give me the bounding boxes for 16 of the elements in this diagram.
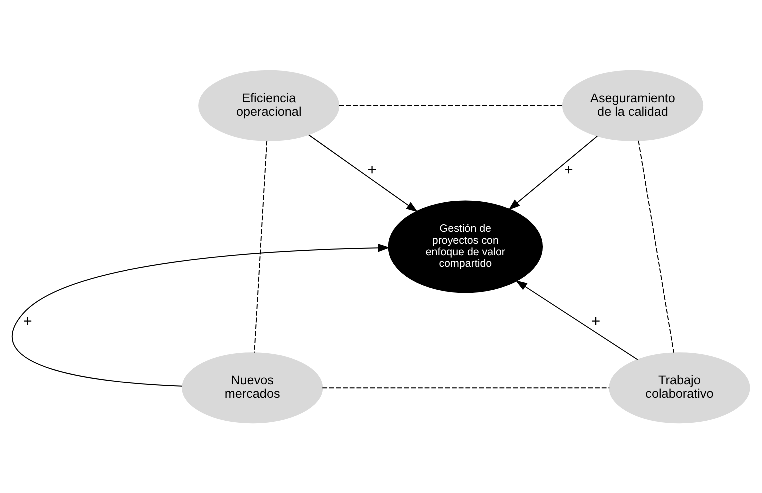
connector bbox=[322, 387, 610, 388]
edge-label: + bbox=[564, 161, 574, 178]
arrow bbox=[508, 135, 598, 210]
node-ellipse: Aseguramiento de la calidad bbox=[562, 70, 704, 141]
connector bbox=[638, 140, 674, 353]
edge-label: + bbox=[23, 313, 32, 330]
node-ellipse: Trabajo colaborativo bbox=[609, 352, 750, 424]
connector bbox=[339, 104, 564, 106]
arrow bbox=[308, 134, 418, 212]
node-ellipse: Eficiencia operacional bbox=[198, 70, 340, 141]
edge-label: + bbox=[591, 313, 601, 330]
connector bbox=[254, 140, 268, 353]
edge-label: + bbox=[368, 161, 377, 178]
arrow bbox=[12, 244, 390, 386]
arrow bbox=[516, 280, 638, 360]
node-ellipse: Nuevos mercados bbox=[182, 352, 324, 424]
